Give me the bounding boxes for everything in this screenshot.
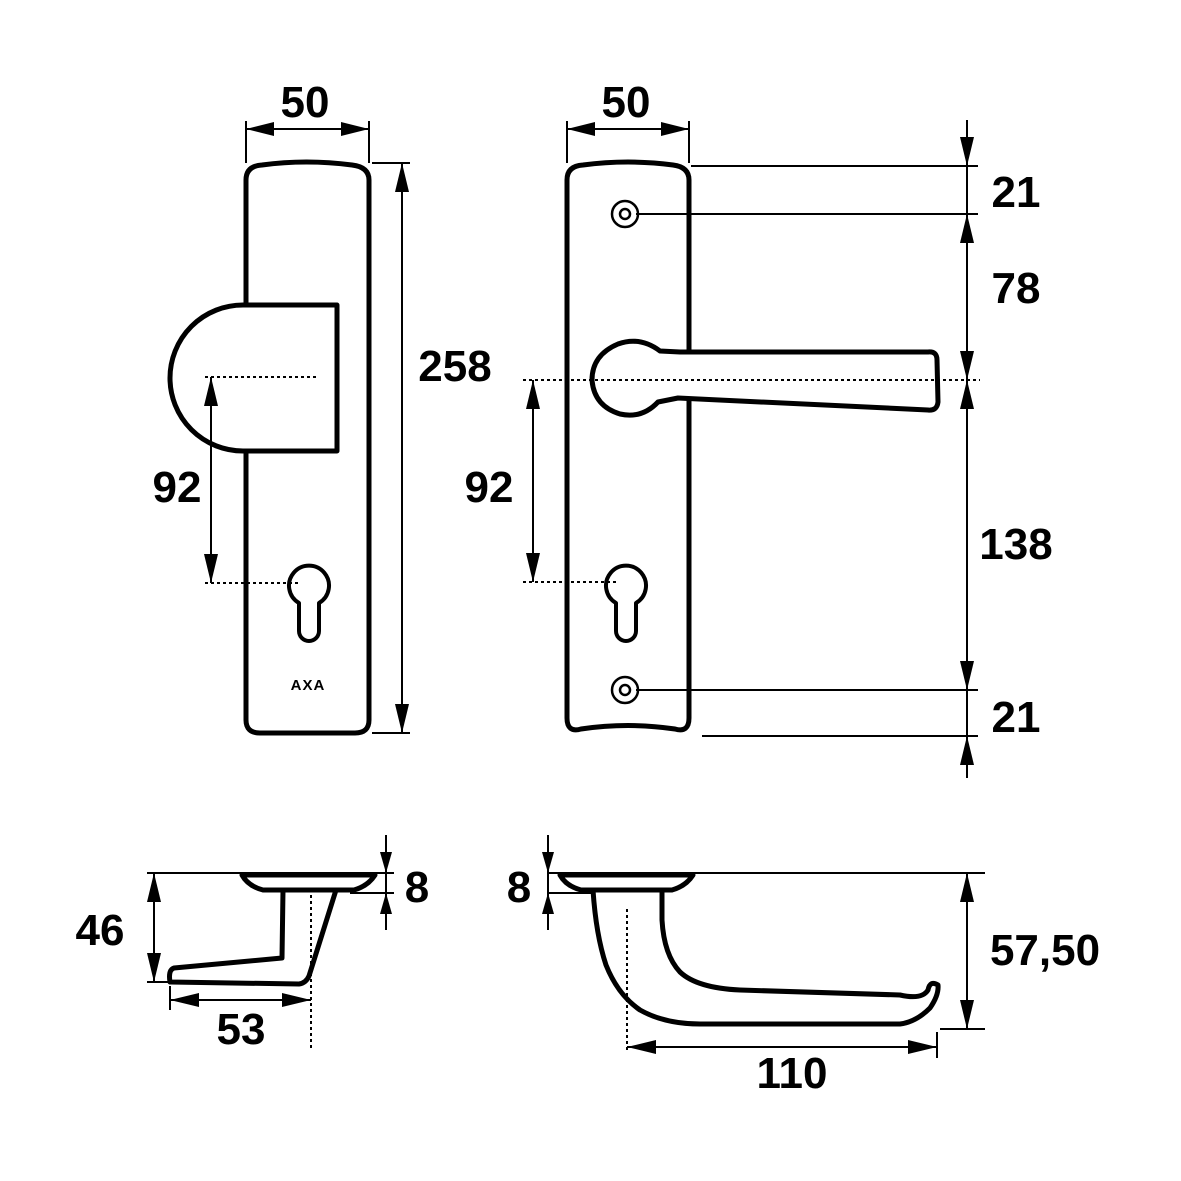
dim-lever-plate-thickness: 8 [507, 863, 531, 912]
bottom-screw-inner [618, 683, 632, 697]
security-handle-side-view: 8 46 53 [76, 835, 429, 1054]
security-side-handle [167, 887, 339, 987]
top-screw-inner [618, 207, 632, 221]
lever-side-rosette [557, 872, 696, 893]
lever-cylinder-keyhole [604, 563, 648, 643]
dim-security-height: 258 [418, 342, 491, 391]
dim-lever-length: 110 [757, 1049, 828, 1098]
dim-handle-to-screw: 138 [979, 520, 1052, 569]
dim-screw-to-handle: 78 [992, 264, 1041, 313]
dim-lever-width: 50 [602, 78, 651, 127]
dim-security-center-distance: 92 [153, 463, 202, 512]
lever-backplate [564, 159, 692, 733]
dim-security-plate-thickness: 8 [405, 863, 429, 912]
lever-plate-front-view: 50 21 78 138 21 92 [465, 78, 1053, 778]
dim-bottom-screw-offset: 21 [992, 693, 1041, 742]
dim-lever-center-distance: 92 [465, 463, 514, 512]
dim-lever-projection: 57,50 [990, 926, 1100, 975]
security-side-rosette [239, 872, 378, 893]
dim-security-grip-length: 53 [217, 1005, 266, 1054]
lever-side-handle [590, 887, 941, 1027]
top-screw-outer [610, 199, 640, 229]
security-plate-front-view: AXA 50 258 92 [153, 78, 492, 736]
dim-top-screw-offset: 21 [992, 168, 1041, 217]
brand-logo-text: AXA [291, 677, 326, 694]
security-backplate [243, 159, 372, 736]
bottom-screw-outer [610, 675, 640, 705]
lever-handle-front [589, 338, 941, 418]
lever-handle-side-view: 8 57,50 110 [507, 835, 1100, 1098]
dim-security-width: 50 [281, 78, 330, 127]
dim-security-projection: 46 [76, 906, 125, 955]
cylinder-keyhole [287, 563, 331, 643]
